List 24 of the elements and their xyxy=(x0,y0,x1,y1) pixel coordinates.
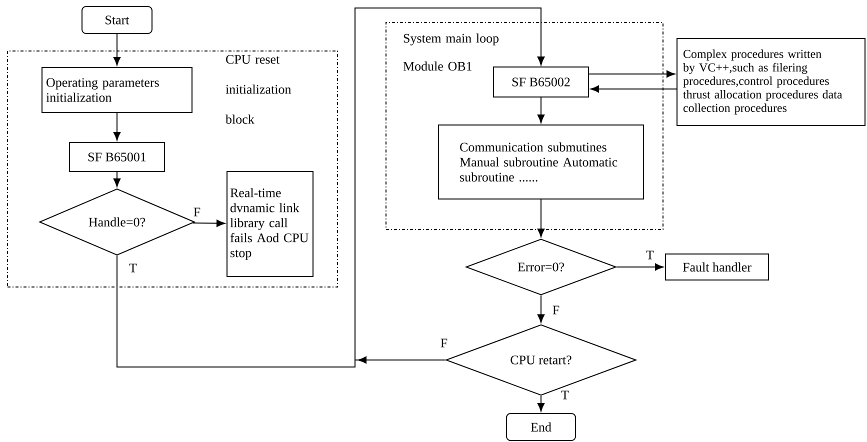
process-box: SF B65002 xyxy=(493,66,589,98)
edge-label: T xyxy=(128,262,138,274)
process-box: Real-time dvnamic link library call fails Aod CPU stop xyxy=(226,171,314,277)
arrow xyxy=(537,97,545,124)
process-box: Fault handler xyxy=(665,254,769,280)
arrow xyxy=(616,263,664,271)
arrow xyxy=(113,112,121,141)
arrow xyxy=(537,294,545,323)
arrow xyxy=(588,70,676,78)
arrow xyxy=(192,220,226,227)
edge-label: F xyxy=(551,304,561,316)
arrow xyxy=(537,395,545,412)
arrow xyxy=(590,85,677,93)
edge-label: T xyxy=(645,250,655,260)
arrow xyxy=(113,172,121,187)
process-box: Communication submutines Manual subroutine Automatic subroutine ...... xyxy=(438,124,644,200)
end-terminal: End xyxy=(506,413,576,441)
start-terminal: Start xyxy=(82,6,152,34)
process-box: Operating parameters initialization xyxy=(42,67,192,113)
arrow xyxy=(537,199,545,238)
arrow xyxy=(354,8,545,364)
process-box: SF B65001 xyxy=(69,142,165,172)
arrow xyxy=(113,34,121,66)
process-box: Complex procedures written by VC++,such as filering procedures,control procedures thrust allocation procedures data collection procedures xyxy=(676,38,866,126)
